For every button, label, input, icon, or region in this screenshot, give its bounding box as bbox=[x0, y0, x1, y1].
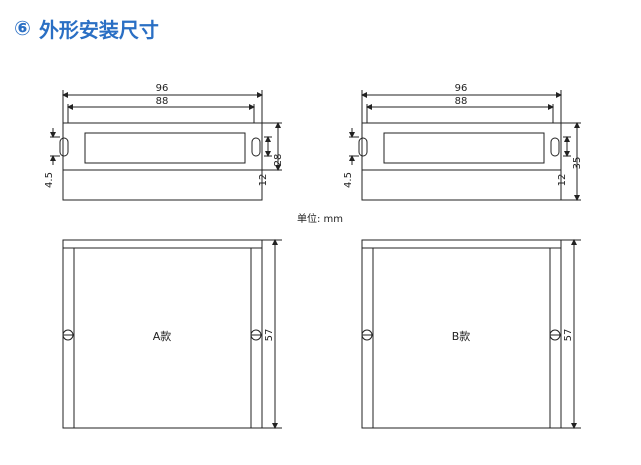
section-number: ⑥ bbox=[14, 16, 31, 40]
slot-left-a bbox=[59, 137, 69, 157]
dim-57-a: 57 bbox=[264, 329, 275, 342]
section-title-text: 外形安装尺寸 bbox=[38, 17, 159, 42]
top-view-b bbox=[349, 90, 581, 201]
front-flange-left-b bbox=[361, 247, 374, 429]
front-flange-right-b bbox=[549, 247, 562, 429]
dim-57-b: 57 bbox=[563, 329, 574, 342]
model-label-b: B款 bbox=[452, 329, 471, 343]
top-panel-b bbox=[383, 132, 545, 164]
dim-4.5-b: 4.5 bbox=[343, 172, 354, 188]
dim-35-b: 35 bbox=[572, 157, 583, 170]
slot-right-b bbox=[550, 137, 560, 157]
dim-96-b: 96 bbox=[455, 83, 468, 94]
dim-96-a: 96 bbox=[156, 83, 169, 94]
dim-12-b: 12 bbox=[557, 174, 568, 187]
dim-88-b: 88 bbox=[455, 96, 468, 107]
front-flange-right-a bbox=[250, 247, 263, 429]
slot-left-b bbox=[358, 137, 368, 157]
section-title: ⑥ 外形安装尺寸 bbox=[14, 14, 159, 42]
top-plate-b bbox=[361, 122, 562, 201]
top-plate-a bbox=[62, 122, 263, 201]
front-view-b bbox=[361, 239, 581, 429]
slot-right-a bbox=[251, 137, 261, 157]
dim-88-a: 88 bbox=[156, 96, 169, 107]
dim-4.5-a: 4.5 bbox=[44, 172, 55, 188]
dim-28-a: 28 bbox=[273, 154, 284, 167]
top-panel-a bbox=[84, 132, 246, 164]
unit-note: 单位: mm bbox=[297, 212, 343, 225]
front-view-a bbox=[62, 239, 282, 429]
model-label-a: A款 bbox=[153, 329, 172, 343]
front-flange-left-a bbox=[62, 247, 75, 429]
top-view-a bbox=[50, 90, 282, 201]
dim-12-a: 12 bbox=[258, 174, 269, 187]
